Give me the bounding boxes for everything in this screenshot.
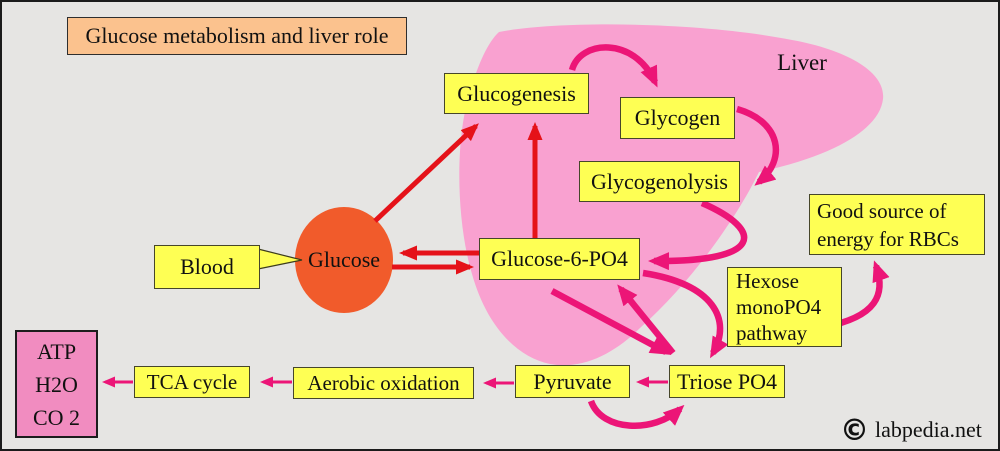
node-hexose-monopo4-pathway: Hexose monoPO4 pathway: [727, 267, 842, 347]
good-source-line-1: Good source of: [817, 198, 947, 223]
arrow-glucose-to-glucogenesis: [373, 123, 479, 223]
end-product-atp: ATP: [36, 338, 77, 364]
hexose-line-2: monoPO4: [736, 295, 822, 319]
arrow-triose-to-g6p: [617, 284, 676, 356]
arrow-g6p-to-triose: [550, 288, 672, 355]
node-blood: Blood: [154, 245, 260, 289]
end-product-co2: CO 2: [32, 404, 81, 430]
arrow-glucogenesis-to-glycogen: [568, 44, 658, 88]
liver-label: Liver: [777, 50, 827, 75]
glucose-circle: [295, 207, 393, 313]
node-tca-cycle: TCA cycle: [134, 366, 250, 398]
hexose-line-1: Hexose: [736, 269, 799, 293]
node-glucogenesis: Glucogenesis: [444, 73, 589, 114]
node-glycogen: Glycogen: [620, 97, 735, 139]
hexose-line-3: pathway: [736, 321, 808, 345]
copyright-icon: ©: [840, 412, 869, 447]
arrow-pyruvate-triose-loop: [587, 399, 685, 430]
node-glycogenolysis: Glycogenolysis: [579, 161, 740, 202]
node-end-products: ATP H2O CO 2: [15, 330, 98, 438]
node-glucose-label: Glucose: [307, 247, 381, 272]
good-source-line-2: energy for RBCs: [817, 226, 959, 251]
diagram-title: Glucose metabolism and liver role: [67, 17, 407, 55]
watermark-text: labpedia.net: [875, 417, 982, 442]
end-product-h2o: H2O: [35, 371, 78, 397]
arrow-glycogen-to-glycogenolysis: [736, 105, 779, 186]
node-glucose-6-po4: Glucose-6-PO4: [479, 238, 640, 280]
node-good-source-rbc: Good source of energy for RBCs: [809, 194, 985, 255]
node-pyruvate: Pyruvate: [515, 365, 630, 398]
node-triose-po4: Triose PO4: [669, 365, 785, 398]
node-aerobic-oxidation: Aerobic oxidation: [293, 367, 474, 399]
watermark: © labpedia.net: [840, 415, 982, 445]
arrow-glycogenolysis-to-g6p: [648, 200, 748, 271]
arrow-g6p-hexose-to-triose: [642, 269, 729, 359]
